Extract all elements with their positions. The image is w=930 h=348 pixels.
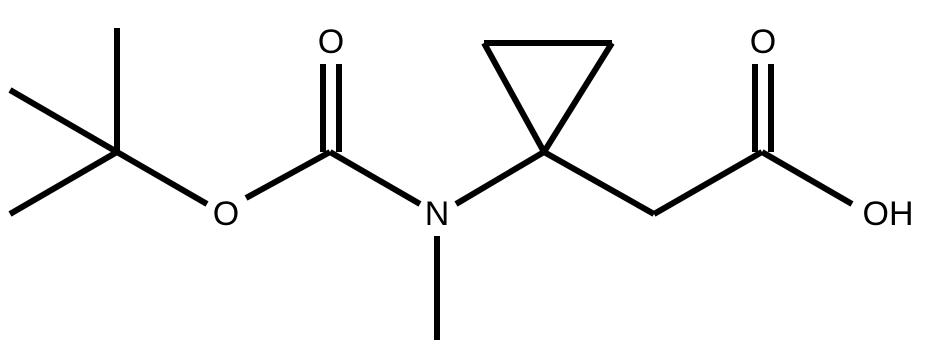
bond-carbonyl-c-to-n <box>328 149 422 207</box>
bond-ch2-to-acid-c <box>652 149 764 217</box>
bond-n-to-cyclopropyl <box>454 149 546 207</box>
atom-o-ester: O <box>213 195 239 233</box>
atom-n-amide: N <box>425 195 450 233</box>
bond-tbu-to-ester-o <box>115 149 209 207</box>
bond-cyclopropyl-to-ch2 <box>542 149 656 217</box>
bond-tbu-upper-left <box>8 87 119 155</box>
atom-o-carbonyl-acid: O <box>750 23 776 61</box>
bond-acid-c-to-oh <box>760 149 854 207</box>
bond-tbu-lower-left <box>8 149 119 217</box>
atom-o-carbonyl-boc: O <box>318 23 344 61</box>
atom-o-hydroxyl: OH <box>863 195 914 233</box>
bond-ring-left <box>481 41 547 154</box>
bond-ester-o-to-carbonyl-c <box>244 149 332 201</box>
bond-ring-right <box>541 41 615 154</box>
